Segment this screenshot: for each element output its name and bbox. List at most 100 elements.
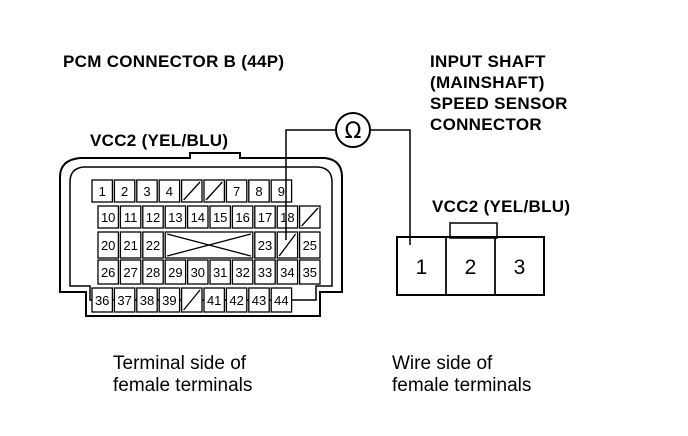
sensor-terminal-row: 1 2 3: [396, 236, 545, 296]
pcm-terminal-number: 30: [191, 265, 205, 280]
pcm-terminal-number: 15: [213, 210, 227, 225]
pcm-terminal-number: 8: [255, 184, 262, 199]
pcm-terminal-number: 33: [258, 265, 272, 280]
pcm-cell: [119, 259, 142, 285]
pcm-terminal-number: 43: [252, 293, 266, 308]
pcm-cell: [298, 259, 321, 285]
pcm-terminal-number: 12: [146, 210, 160, 225]
pcm-terminal-number: 32: [235, 265, 249, 280]
pcm-terminal-number: 29: [168, 265, 182, 280]
pcm-terminal-number: 9: [278, 184, 285, 199]
pcm-terminal-number: 35: [303, 265, 317, 280]
pcm-terminal-number: 22: [146, 238, 160, 253]
sensor-caption-line1: Wire side of: [392, 353, 493, 374]
pcm-cell: [136, 179, 158, 203]
sensor-title-line1: INPUT SHAFT: [430, 52, 546, 71]
pcm-terminal-number: 18: [280, 210, 294, 225]
pcm-terminal-number: 41: [207, 293, 221, 308]
pcm-cell: [248, 179, 270, 203]
sensor-title-line3: SPEED SENSOR: [430, 94, 568, 113]
pcm-cell: [91, 179, 114, 203]
sensor-terminal-number: 3: [514, 256, 526, 279]
pcm-cell: [136, 287, 158, 313]
pcm-terminal-number: 38: [140, 293, 154, 308]
pcm-terminal-number: 20: [101, 238, 115, 253]
pcm-terminal-number: 17: [258, 210, 272, 225]
sensor-terminal-number: 2: [465, 256, 477, 279]
pcm-cell: [209, 259, 232, 285]
pcm-terminal-number: 37: [117, 293, 131, 308]
pcm-cell: [97, 231, 120, 259]
pcm-cell: [164, 259, 187, 285]
pcm-cell: [254, 231, 276, 259]
pcm-cell: [298, 231, 321, 259]
pcm-cell: [119, 205, 142, 229]
pcm-caption-line2: female terminals: [113, 375, 253, 396]
pcm-cell: [97, 205, 120, 229]
pcm-terminal-number: 44: [274, 293, 288, 308]
sensor-cell: [494, 236, 545, 296]
pcm-terminal-number: 4: [166, 184, 173, 199]
pcm-connector-title: PCM CONNECTOR B (44P): [63, 52, 285, 71]
sensor-terminal-number: 1: [416, 256, 428, 279]
pcm-terminal-number: 25: [303, 238, 317, 253]
pcm-cell: [276, 259, 299, 285]
pcm-terminal-number: 16: [235, 210, 249, 225]
unused-terminal-slash: [205, 181, 223, 201]
pcm-cell: [254, 259, 276, 285]
probe-wire-pcm: [285, 129, 335, 240]
pcm-cell: [158, 287, 181, 313]
pcm-cell: [276, 205, 299, 229]
pcm-cell: [113, 179, 136, 203]
pcm-cell: [142, 231, 164, 259]
pcm-cell: [186, 205, 209, 229]
pcm-terminal-number: 27: [123, 265, 137, 280]
pcm-cell: [231, 205, 254, 229]
pcm-terminal-number: 39: [162, 293, 176, 308]
unused-terminal-slash: [183, 289, 201, 311]
pcm-terminal-number: 31: [213, 265, 227, 280]
pcm-cell: [231, 259, 254, 285]
pcm-housing-outline: [59, 152, 343, 317]
probe-wire-sensor: [371, 129, 411, 245]
pcm-cell: [91, 287, 114, 313]
pcm-cell: [270, 287, 293, 313]
pcm-cell: [225, 287, 248, 313]
pcm-terminal-number: 42: [229, 293, 243, 308]
pcm-cell: [248, 287, 270, 313]
pcm-terminal-number: 7: [233, 184, 240, 199]
pcm-cell: [186, 259, 209, 285]
pcm-wire-label: VCC2 (YEL/BLU): [90, 131, 229, 150]
sensor-title-line4: CONNECTOR: [430, 115, 542, 134]
pcm-terminal-number: 13: [168, 210, 182, 225]
unused-terminal-slash: [301, 207, 319, 227]
pcm-cell: [158, 179, 181, 203]
pcm-terminal-number: 2: [121, 184, 128, 199]
pcm-terminal-number: 11: [124, 210, 138, 225]
pcm-cell: [209, 205, 232, 229]
pcm-cell: [225, 179, 248, 203]
pcm-cell: [254, 205, 276, 229]
pcm-cell: [164, 205, 187, 229]
pcm-cell: [113, 287, 136, 313]
ohmmeter-icon: [335, 112, 371, 148]
pcm-terminal-number: 1: [99, 184, 106, 199]
sensor-caption-line2: female terminals: [392, 375, 532, 396]
sensor-title-line2: (MAINSHAFT): [430, 73, 545, 92]
pcm-cell: [142, 205, 164, 229]
pcm-cell: [97, 259, 120, 285]
pcm-cell: [142, 259, 164, 285]
pcm-cell: [203, 287, 226, 313]
pcm-terminal-number: 14: [191, 210, 205, 225]
sensor-wire-label: VCC2 (YEL/BLU): [432, 197, 571, 216]
pcm-terminal-number: 23: [258, 238, 272, 253]
pcm-terminal-number: 28: [146, 265, 160, 280]
pcm-terminal-number: 21: [123, 238, 137, 253]
pcm-terminal-number: 26: [101, 265, 115, 280]
unused-terminal-slash: [183, 181, 201, 201]
pcm-terminal-number: 10: [101, 210, 115, 225]
unused-terminal-cross: [167, 233, 251, 257]
unused-terminal-slash: [278, 233, 297, 257]
